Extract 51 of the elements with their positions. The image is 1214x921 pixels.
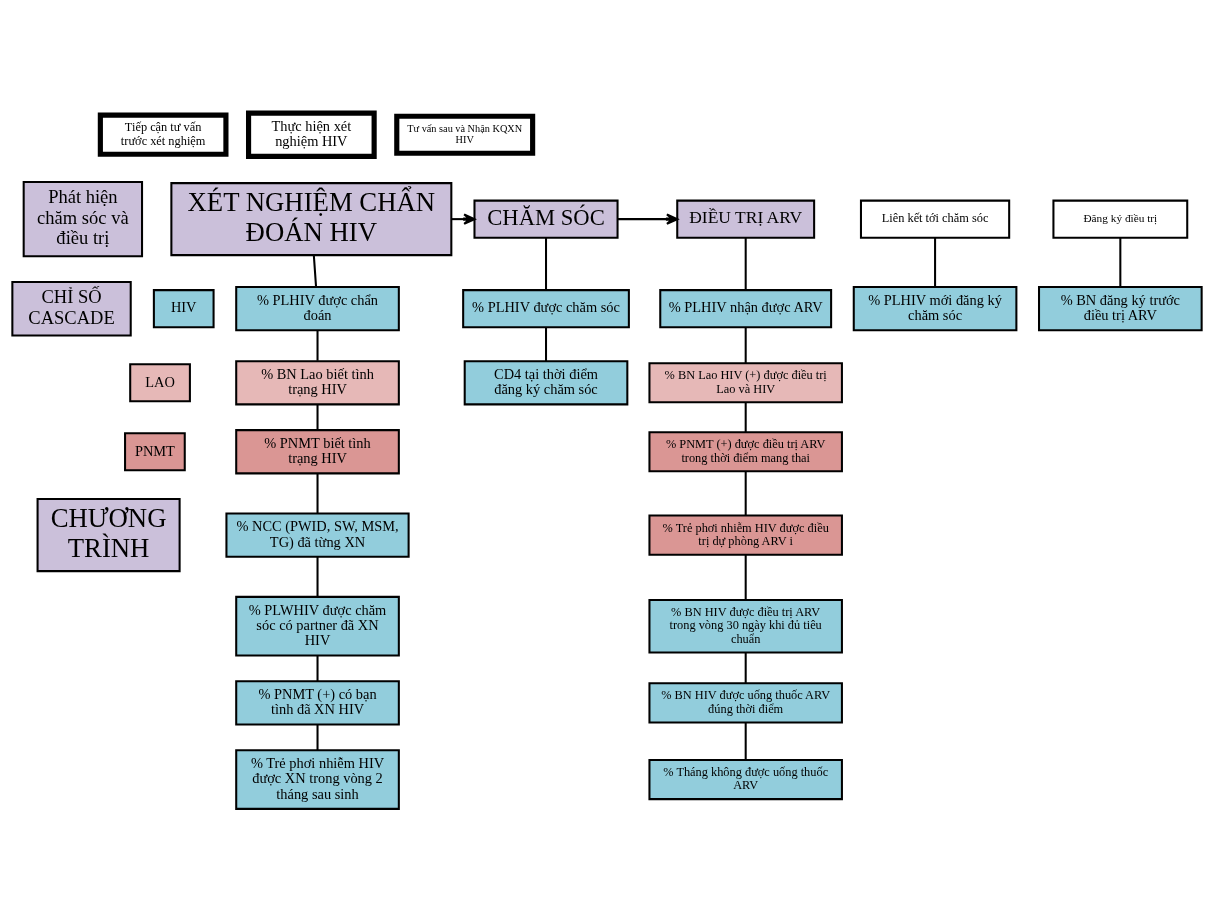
connector	[744, 237, 747, 290]
connector	[744, 554, 747, 600]
connector	[316, 655, 319, 681]
node-box: % BN HIV được uống thuốc ARV đúng thời điểm	[648, 681, 843, 723]
node-box: % PLHIV được chăm sóc	[462, 288, 630, 328]
node-box: % NCC (PWID, SW, MSM, TG) đã từng XN	[225, 511, 410, 558]
connector	[934, 237, 937, 287]
connector	[316, 556, 319, 597]
connector	[316, 473, 319, 513]
node-box: CD4 tại thời điểm đăng ký chăm sóc	[463, 359, 629, 405]
connector	[744, 401, 747, 432]
connector	[744, 327, 747, 363]
node-box: % Trẻ phơi nhiễm HIV được điều trị dự phòng ARV i	[648, 514, 843, 556]
node-box: % BN đăng ký trước điều trị ARV	[1038, 285, 1203, 331]
connector	[545, 237, 548, 290]
node-box: % PLHIV mới đăng ký chăm sóc	[852, 285, 1018, 331]
node-box: % Tháng không được uống thuốc ARV	[648, 758, 843, 800]
node-box: % Trẻ phơi nhiễm HIV được XN trong vòng 2 tháng sau sinh	[235, 748, 400, 810]
node-box: Tiếp cận tư vấn trước xét nghiệm	[97, 112, 229, 157]
node-box: % BN Lao biết tình trạng HIV	[235, 359, 400, 405]
node-box: LAO	[129, 362, 191, 402]
node-box: ĐIỀU TRỊ ARV	[676, 199, 816, 239]
node-box: % PLWHIV được chăm sóc có partner đã XN HIV	[235, 595, 400, 657]
node-box: CHĂM SÓC	[473, 199, 619, 239]
arrow	[617, 212, 679, 225]
node-box: % PNMT biết tình trạng HIV	[235, 428, 400, 474]
connector	[744, 471, 747, 515]
node-box: % BN Lao HIV (+) được điều trị Lao và HIV	[648, 361, 843, 403]
connector	[316, 330, 319, 361]
connector	[545, 327, 548, 361]
node-box: % PLHIV được chẩn đoán	[235, 285, 400, 331]
node-box: Đăng ký điều trị	[1052, 199, 1189, 239]
connector	[744, 652, 747, 683]
node-box: Liên kết tới chăm sóc	[859, 199, 1011, 239]
connector	[316, 404, 319, 430]
node-box: % BN HIV được điều trị ARV trong vòng 30 ngày khi đủ tiêu chuẩn	[648, 598, 843, 653]
node-box: Tư vấn sau và Nhận KQXN HIV	[394, 113, 536, 156]
node-box: PNMT	[124, 431, 186, 471]
node-box: % PNMT (+) có bạn tình đã XN HIV	[235, 679, 400, 725]
node-box: % PNMT (+) được điều trị ARV trong thời điểm mang thai	[648, 430, 843, 472]
node-box: HIV	[152, 288, 215, 328]
connector	[312, 254, 318, 287]
node-box: % PLHIV nhận được ARV	[659, 288, 833, 328]
node-box: CHỈ SỐ CASCADE	[11, 280, 132, 336]
node-box: Thực hiện xét nghiệm HIV	[246, 110, 377, 159]
node-box: CHƯƠNG TRÌNH	[36, 497, 181, 572]
connector	[316, 724, 319, 750]
connector	[744, 722, 747, 760]
node-box: Phát hiện chăm sóc và điều trị	[22, 180, 144, 257]
connector	[1119, 237, 1122, 287]
node-box: XÉT NGHIỆM CHẨN ĐOÁN HIV	[170, 181, 453, 256]
